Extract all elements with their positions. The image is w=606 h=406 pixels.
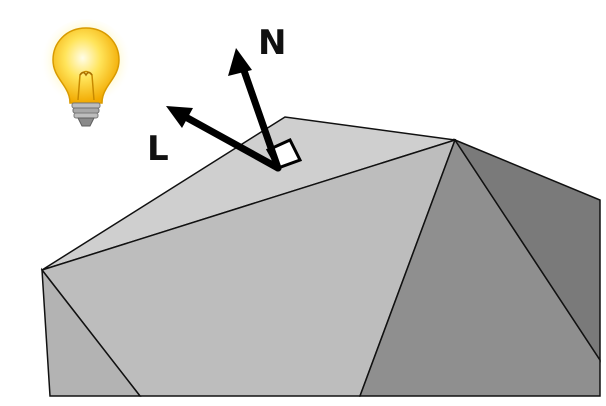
lightbulb-icon — [40, 19, 132, 127]
normal-vector — [228, 48, 282, 172]
normal-label: N — [258, 23, 286, 63]
lower-left-face — [41, 267, 142, 397]
polyhedron — [40, 116, 601, 397]
light-vector — [166, 106, 282, 172]
far-right-face — [453, 138, 601, 363]
light-label: L — [147, 129, 169, 169]
